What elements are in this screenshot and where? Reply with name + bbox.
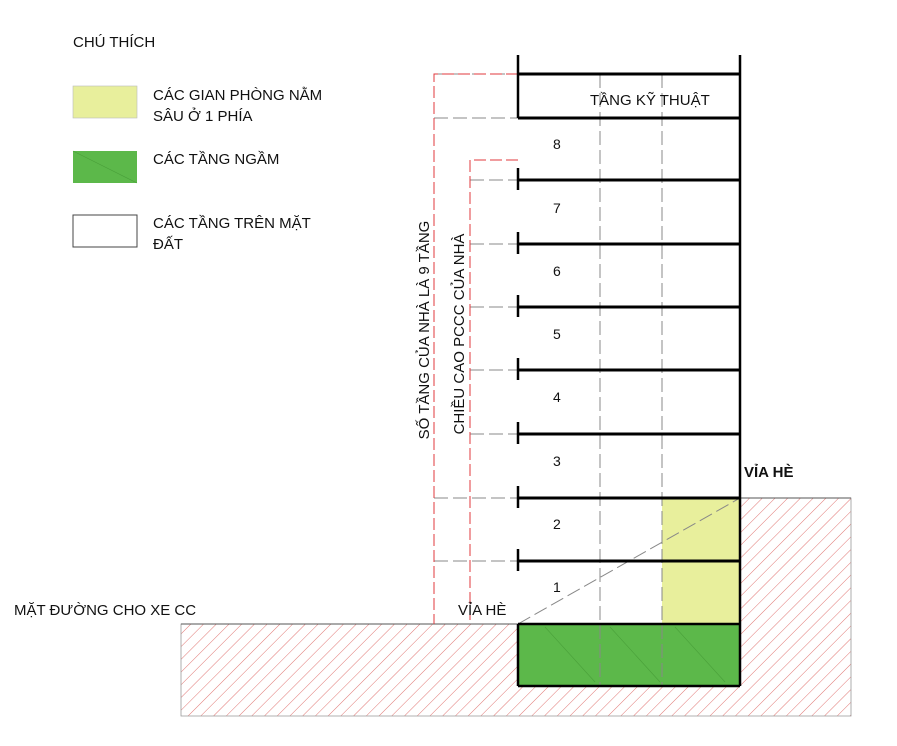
legend-swatch-deep-rooms — [72, 85, 138, 119]
legend-label-basement: CÁC TẦNG NGẦM — [153, 151, 279, 168]
floor-label-4: 4 — [553, 389, 561, 405]
floor-label-1: 1 — [553, 579, 561, 595]
basement-block — [518, 624, 740, 686]
floor-label-7: 7 — [553, 200, 561, 216]
technical-floor-label: TẦNG KỸ THUẬT — [590, 92, 710, 109]
floor-label-8: 8 — [553, 136, 561, 152]
legend-label-above-ground-line2: ĐẤT — [153, 236, 183, 253]
building-structure — [516, 55, 742, 688]
fire-height-dimension-label: CHIỀU CAO PCCC CỦA NHÀ — [450, 234, 468, 435]
basement-diagonals — [544, 626, 726, 683]
floor-label-6: 6 — [553, 263, 561, 279]
storeys-dimension-label: SỐ TẦNG CỦA NHÀ LÀ 9 TẦNG — [415, 221, 433, 440]
legend-swatch-basement-diagonal — [72, 150, 138, 184]
floor-label-5: 5 — [553, 326, 561, 342]
building-grid-lines — [434, 73, 741, 686]
legend-label-deep-rooms-line1: CÁC GIAN PHÒNG NẰM — [153, 86, 322, 104]
legend-swatch-above-ground — [72, 214, 138, 248]
dimension-lines — [433, 73, 518, 624]
road-label: MẶT ĐƯỜNG CHO XE CC — [14, 602, 196, 619]
floor-label-3: 3 — [553, 453, 561, 469]
floor-label-2: 2 — [553, 516, 561, 532]
sidewalk-low-label: VỈA HÈ — [458, 602, 506, 619]
legend-label-above-ground-line1: CÁC TẦNG TRÊN MẶT — [153, 215, 311, 232]
legend-label-deep-rooms-line2: SÂU Ở 1 PHÍA — [153, 107, 253, 125]
ground-hatch — [180, 497, 852, 717]
sidewalk-high-label: VỈA HÈ — [744, 464, 793, 481]
legend-title: CHÚ THÍCH — [73, 34, 155, 51]
